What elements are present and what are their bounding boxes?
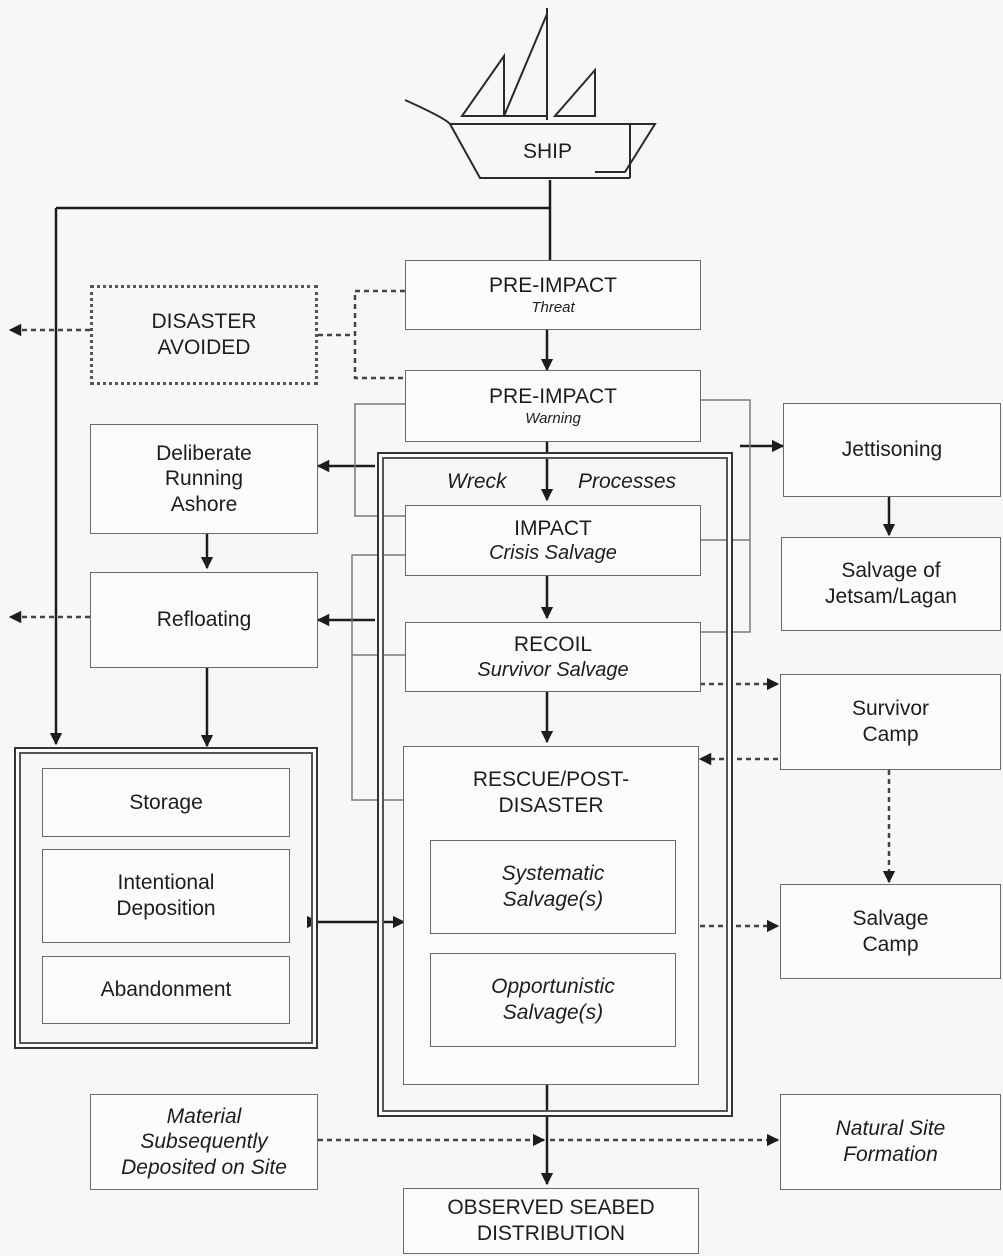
storage-label: Storage bbox=[129, 790, 203, 814]
recoil-title: RECOIL bbox=[513, 633, 593, 656]
systematic-salvage-box: Systematic Salvage(s) bbox=[430, 840, 676, 934]
storage-box: Storage bbox=[42, 768, 290, 837]
abandonment-box: Abandonment bbox=[42, 956, 290, 1024]
refloating-box: Refloating bbox=[90, 572, 318, 668]
opportunistic-salvage-line-2: Salvage(s) bbox=[502, 1001, 604, 1024]
systematic-salvage-line-1: Systematic bbox=[501, 862, 605, 886]
material-deposited-box: Material Subsequently Deposited on Site bbox=[90, 1094, 318, 1190]
intentional-deposition-line-1: Intentional bbox=[117, 871, 215, 895]
natural-site-formation-box: Natural Site Formation bbox=[780, 1094, 1001, 1190]
material-deposited-line-2: Subsequently bbox=[140, 1130, 268, 1154]
pre-impact-warning-box: PRE-IMPACT Warning bbox=[405, 370, 701, 442]
salvage-jetsam-line-2: Jetsam/Lagan bbox=[825, 585, 957, 608]
deliberate-running-ashore-line-2: Running bbox=[164, 467, 244, 491]
observed-seabed-box: OBSERVED SEABED DISTRIBUTION bbox=[403, 1188, 699, 1254]
salvage-jetsam-box: Salvage of Jetsam/Lagan bbox=[781, 537, 1001, 631]
opportunistic-salvage-box: Opportunistic Salvage(s) bbox=[430, 953, 676, 1047]
observed-seabed-line-1: OBSERVED SEABED bbox=[447, 1196, 655, 1220]
impact-title: IMPACT bbox=[514, 516, 592, 540]
disaster-avoided-line-2: AVOIDED bbox=[157, 336, 251, 359]
impact-subtitle: Crisis Salvage bbox=[489, 542, 617, 565]
intentional-deposition-line-2: Deposition bbox=[116, 897, 216, 920]
salvage-jetsam-line-1: Salvage of bbox=[841, 559, 941, 583]
pre-impact-threat-title: PRE-IMPACT bbox=[489, 274, 617, 298]
pre-impact-warning-title: PRE-IMPACT bbox=[489, 385, 617, 409]
material-deposited-line-3: Deposited on Site bbox=[121, 1155, 287, 1179]
salvage-camp-line-1: Salvage bbox=[852, 906, 929, 930]
recoil-box: RECOIL Survivor Salvage bbox=[405, 622, 701, 692]
rescue-line-2: DISASTER bbox=[498, 793, 604, 817]
abandonment-label: Abandonment bbox=[100, 978, 232, 1002]
disaster-avoided-line-1: DISASTER bbox=[151, 310, 257, 334]
deliberate-running-ashore-line-3: Ashore bbox=[170, 492, 238, 516]
natural-site-formation-line-1: Natural Site bbox=[835, 1117, 946, 1141]
pre-impact-threat-box: PRE-IMPACT Threat bbox=[405, 260, 701, 330]
observed-seabed-line-2: DISTRIBUTION bbox=[476, 1222, 626, 1245]
jettisoning-box: Jettisoning bbox=[783, 403, 1001, 497]
recoil-subtitle: Survivor Salvage bbox=[477, 658, 629, 681]
wreck-label: Wreck bbox=[447, 470, 507, 493]
ship-icon bbox=[404, 8, 657, 179]
pre-impact-threat-subtitle: Threat bbox=[531, 298, 575, 316]
salvage-camp-line-2: Camp bbox=[862, 932, 919, 956]
survivor-camp-line-2: Camp bbox=[862, 723, 919, 746]
opportunistic-salvage-line-1: Opportunistic bbox=[491, 975, 615, 999]
natural-site-formation-line-2: Formation bbox=[843, 1143, 938, 1166]
jettisoning-label: Jettisoning bbox=[841, 438, 943, 462]
deliberate-running-ashore-line-1: Deliberate bbox=[156, 441, 252, 465]
material-deposited-line-1: Material bbox=[166, 1104, 242, 1128]
survivor-camp-box: Survivor Camp bbox=[780, 674, 1001, 770]
wreck-processes-frame bbox=[377, 452, 733, 1117]
rescue-line-1: RESCUE/POST- bbox=[472, 768, 630, 791]
pre-impact-warning-subtitle: Warning bbox=[525, 409, 581, 427]
refloating-label: Refloating bbox=[156, 608, 252, 632]
ship-label: SHIP bbox=[522, 140, 572, 163]
disaster-avoided-box: DISASTER AVOIDED bbox=[90, 285, 318, 385]
survivor-camp-line-1: Survivor bbox=[851, 697, 930, 721]
systematic-salvage-line-2: Salvage(s) bbox=[502, 888, 604, 911]
impact-box: IMPACT Crisis Salvage bbox=[405, 505, 701, 576]
storage-group-frame bbox=[14, 747, 318, 1049]
processes-label: Processes bbox=[578, 470, 677, 493]
deliberate-running-ashore-box: Deliberate Running Ashore bbox=[90, 424, 318, 534]
salvage-camp-box: Salvage Camp bbox=[780, 884, 1001, 979]
intentional-deposition-box: Intentional Deposition bbox=[42, 849, 290, 943]
